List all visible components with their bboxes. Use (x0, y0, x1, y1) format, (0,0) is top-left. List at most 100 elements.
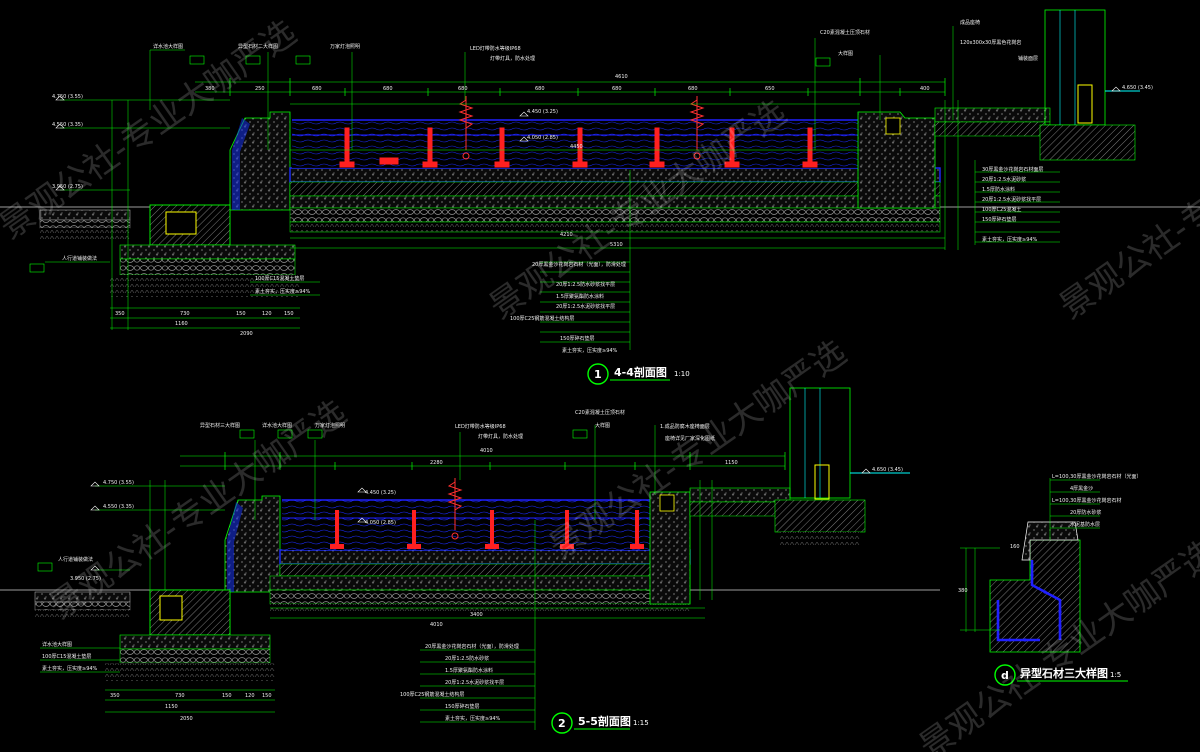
section-1-number-circle (587, 363, 609, 385)
note-s2-left-note3: 素土夯实，压实度≥94% (42, 665, 98, 672)
note-s1-left-note1: 100厚C15混凝土垫层 (255, 275, 304, 282)
section-2-number: 2 (558, 717, 566, 730)
note-s1-top-left-2: 异型石材二大样图 (238, 43, 278, 50)
section-1-title: 1 4-4剖面图 1:10 (587, 363, 690, 385)
level-s2-water: 4.450 (3.25) (365, 490, 396, 496)
svg-text:30厚黑金沙花岗岩石材面层: 30厚黑金沙花岗岩石材面层 (982, 166, 1043, 173)
svg-text:150厚碎石垫层: 150厚碎石垫层 (560, 335, 595, 342)
svg-text:680: 680 (688, 86, 698, 92)
dim-s1-overall: 4610 (615, 74, 628, 80)
note-s2-top-right4: 座椅详见厂家深化图纸 (665, 435, 715, 442)
svg-text:380: 380 (205, 86, 215, 92)
svg-text:120: 120 (245, 693, 255, 699)
svg-text:350: 350 (110, 693, 120, 699)
svg-text:400: 400 (920, 86, 930, 92)
svg-text:350: 350 (115, 311, 125, 317)
note-s2-top-right2: 大样图 (595, 422, 610, 429)
fountain-spray-2 (447, 478, 463, 540)
level-s2-left-low: 3.950 (2.75) (70, 576, 101, 582)
note-s1-top-right2: 大样图 (838, 50, 853, 57)
level-s1-left-mid: 4.550 (3.35) (52, 122, 83, 128)
svg-text:150厚碎石垫层: 150厚碎石垫层 (445, 703, 480, 710)
dim-d-height: 380 (958, 588, 968, 594)
note-s1-top-left-3: 万家灯泡照明 (330, 43, 360, 50)
svg-text:20厚1:2.5防水砂浆: 20厚1:2.5防水砂浆 (445, 655, 489, 662)
svg-text:150: 150 (262, 693, 272, 699)
fountain-posts-1 (339, 127, 818, 168)
s2-layer-list: 20厚黑金沙花岗岩石材（光面），防滑处理 20厚1:2.5防水砂浆 1.5厚聚氨… (400, 643, 519, 722)
dim-s1-left-total: 1160 (175, 321, 188, 327)
note-s2-top-right: C20素混凝土压顶石材 (575, 409, 625, 416)
svg-text:20厚黑金沙花岗岩石材（光面），防滑处理: 20厚黑金沙花岗岩石材（光面），防滑处理 (532, 261, 626, 268)
svg-text:100厚C25钢筋混凝土结构层: 100厚C25钢筋混凝土结构层 (400, 691, 464, 698)
svg-text:20厚黑金沙花岗岩石材（光面），防滑处理: 20厚黑金沙花岗岩石材（光面），防滑处理 (425, 643, 519, 650)
dim-d-width: 160 (1010, 544, 1020, 550)
svg-text:1.5厚聚氨酯防水涂料: 1.5厚聚氨酯防水涂料 (556, 293, 604, 300)
section-2-scale: 1:15 (633, 719, 649, 727)
s1-layer-list: 20厚黑金沙花岗岩石材（光面），防滑处理 20厚1:2.5防水砂浆找平层 1.5… (510, 261, 626, 354)
note-s1-left-note2: 素土夯实，压实度≥94% (255, 288, 311, 295)
level-s2-left-mid: 4.550 (3.35) (103, 504, 134, 510)
note-s1-right-block-1: 成品座椅 (960, 19, 980, 26)
note-s2-top-left-3: 万家灯泡照明 (315, 422, 345, 429)
section-d-title: d 异型石材三大样图 1:5 (994, 664, 1128, 686)
svg-text:680: 680 (312, 86, 322, 92)
svg-text:20厚1:2.5防水砂浆找平层: 20厚1:2.5防水砂浆找平层 (556, 281, 615, 288)
note-s1-top-left-1: 详水池大样图 (153, 43, 183, 50)
svg-text:素土夯实，压实度≥94%: 素土夯实，压实度≥94% (445, 715, 501, 722)
svg-text:680: 680 (458, 86, 468, 92)
svg-text:20厚1:2.5水泥砂浆找平层: 20厚1:2.5水泥砂浆找平层 (982, 196, 1041, 203)
note-s2-top-left-1: 异型石材三大样图 (200, 422, 240, 429)
note-s2-left-ref: 人行道铺装做法 (58, 556, 93, 563)
level-s2-left-top: 4.750 (3.55) (103, 480, 134, 486)
svg-text:100厚C25混凝土: 100厚C25混凝土 (982, 206, 1021, 213)
section-1-title-text: 4-4剖面图 (614, 365, 667, 379)
note-s1-top-right: C20素混凝土压顶石材 (820, 29, 870, 36)
svg-text:20厚防水砂浆: 20厚防水砂浆 (1070, 509, 1101, 516)
svg-text:L=100,30厚黑金沙花岗岩石材（光面）: L=100,30厚黑金沙花岗岩石材（光面） (1052, 473, 1141, 480)
note-s2-left-note2: 100厚C15混凝土垫层 (42, 653, 91, 660)
section-2-number-circle (551, 712, 573, 734)
dim-s2-overall: 4010 (480, 448, 493, 454)
note-s2-top-right3: 1.成品防腐木座椅面层 (660, 423, 710, 430)
svg-text:730: 730 (180, 311, 190, 317)
detail-d-drawing: 380 160 L=100,30厚黑金沙花岗岩石材（光面） 4厚黑金沙 L=10… (958, 473, 1141, 686)
dim-s2-bottom2: 4010 (430, 622, 443, 628)
svg-text:1.5厚聚氨酯防水涂料: 1.5厚聚氨酯防水涂料 (445, 667, 493, 674)
svg-text:20厚1:2.5水泥砂浆找平层: 20厚1:2.5水泥砂浆找平层 (445, 679, 504, 686)
svg-text:150: 150 (284, 311, 294, 317)
svg-text:素土夯实，压实度≥94%: 素土夯实，压实度≥94% (562, 347, 618, 354)
svg-text:680: 680 (383, 86, 393, 92)
dim-s2-right-part: 1150 (725, 460, 738, 466)
svg-text:680: 680 (612, 86, 622, 92)
note-s1-right-block-2: 120x300x30厚黑色花岗岩 (960, 39, 1021, 46)
svg-text:20厚1:2.5水泥砂浆: 20厚1:2.5水泥砂浆 (982, 176, 1026, 183)
section-1-number: 1 (594, 368, 602, 381)
dim-s2-bottom: 3400 (470, 612, 483, 618)
note-s2-top-center2: 灯带灯具，防水处理 (478, 433, 523, 440)
dim-s1-left-total2: 2090 (240, 331, 253, 337)
fountain-spray-1 (458, 96, 705, 160)
section-2-title-text: 5-5剖面图 (578, 714, 631, 728)
svg-text:水泥基防水层: 水泥基防水层 (1070, 521, 1100, 528)
svg-text:1.5厚防水涂料: 1.5厚防水涂料 (982, 186, 1015, 193)
dim-s1-bottom: 4210 (560, 232, 573, 238)
svg-text:150: 150 (236, 311, 246, 317)
fountain-posts-2 (330, 510, 644, 549)
section-d-scale: 1:5 (1110, 671, 1121, 679)
svg-text:素土夯实，压实度≥94%: 素土夯实，压实度≥94% (982, 236, 1038, 243)
dim-s2-left-total2: 2050 (180, 716, 193, 722)
note-s1-top-center: LED灯带防水等级IP68 (470, 45, 521, 52)
svg-text:650: 650 (765, 86, 775, 92)
section-d-number-circle (994, 664, 1016, 686)
svg-text:L=100,30厚黑金沙花岗岩石材: L=100,30厚黑金沙花岗岩石材 (1052, 497, 1121, 504)
svg-text:120: 120 (262, 311, 272, 317)
dim-s2-left-total: 1150 (165, 704, 178, 710)
dim-s1-left: 350 730 150 120 150 (115, 311, 294, 317)
section-1-labels: 4.750 (3.55) 4.550 (3.35) 3.950 (2.75) 4… (52, 19, 1153, 385)
svg-text:20厚1:2.5水泥砂浆找平层: 20厚1:2.5水泥砂浆找平层 (556, 303, 615, 310)
note-s2-top-center: LED灯带防水等级IP68 (455, 423, 506, 430)
note-s2-left-note1: 详水池大样图 (42, 641, 72, 648)
level-s2-right: 4.650 (3.45) (872, 467, 903, 473)
